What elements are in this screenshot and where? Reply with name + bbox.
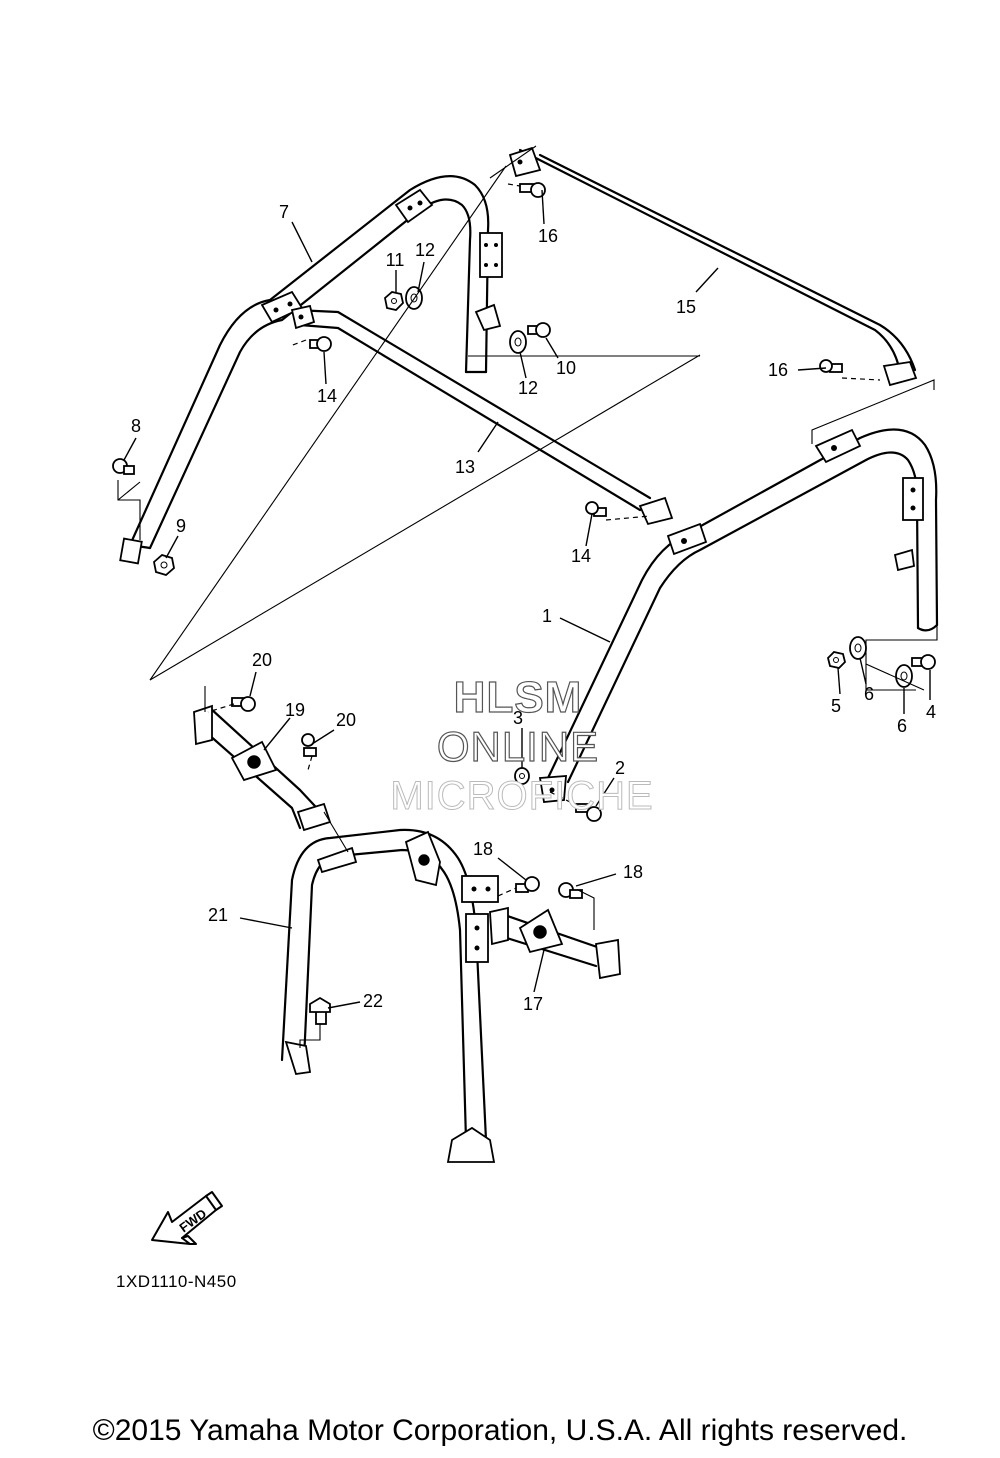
assembly-guide-lines	[117, 145, 938, 1048]
callout-part-6-upper: 6	[863, 684, 875, 704]
bolt-8	[112, 458, 135, 475]
bolt-18-right	[558, 882, 583, 899]
drawing-code: 1XD1110-N450	[116, 1272, 237, 1291]
callout-part-19: 19	[284, 700, 306, 720]
callout-part-14-lower: 14	[570, 546, 592, 566]
callout-part-2: 2	[614, 758, 626, 778]
bolt-14-upper	[309, 336, 332, 352]
part-13-cross-rail	[290, 304, 674, 526]
watermark-line-1: HLSM	[453, 673, 583, 722]
callout-part-17: 17	[522, 994, 544, 1014]
fasteners	[112, 182, 936, 1025]
callout-part-22: 22	[362, 991, 384, 1011]
callout-part-11: 11	[385, 250, 405, 270]
leader-lines	[123, 189, 931, 1009]
bolt-4	[911, 654, 936, 670]
callout-part-16-upper: 16	[537, 226, 559, 246]
bolt-16-upper	[519, 182, 546, 198]
part-15-top-rail	[508, 146, 918, 387]
washer-3	[514, 767, 530, 785]
part-1-front-roll-bar	[538, 428, 939, 803]
callout-part-12-upper: 12	[414, 240, 436, 260]
washer-12-lower	[509, 330, 527, 354]
bolt-20-lower	[301, 733, 317, 757]
fwd-arrow-icon	[151, 1191, 223, 1245]
callout-part-18-right: 18	[622, 862, 644, 882]
part-17-bracket	[489, 906, 621, 980]
callout-part-16-right: 16	[767, 360, 789, 380]
callout-part-5: 5	[830, 696, 842, 716]
callout-part-15: 15	[675, 297, 697, 317]
callout-part-1: 1	[541, 606, 553, 626]
part-21-center-hoop	[280, 828, 499, 1163]
callout-part-13: 13	[454, 457, 476, 477]
nut-11	[384, 291, 404, 311]
bolt-20-upper	[231, 696, 256, 712]
callout-part-4: 4	[925, 702, 937, 722]
callout-part-12-lower: 12	[517, 378, 539, 398]
part-19-bracket	[193, 704, 332, 832]
bolt-2	[575, 803, 602, 822]
bolt-18-left	[515, 876, 540, 893]
callout-part-9: 9	[175, 516, 187, 536]
callout-part-18-left: 18	[472, 839, 494, 859]
watermark-line-3: MICROFICHE	[390, 774, 654, 818]
callout-part-20-lower: 20	[335, 710, 357, 730]
watermark-line-2: ONLINE	[436, 723, 600, 770]
callout-part-20-upper: 20	[251, 650, 273, 670]
nut-5	[827, 651, 846, 669]
bolt-14-lower	[585, 501, 607, 517]
copyright-notice: ©2015 Yamaha Motor Corporation, U.S.A. A…	[92, 1414, 908, 1447]
washer-6-upper	[849, 636, 867, 660]
nut-9	[153, 553, 175, 577]
bolt-22	[309, 996, 331, 1025]
callout-part-8: 8	[130, 416, 142, 436]
callout-part-10: 10	[555, 358, 577, 378]
callout-part-7: 7	[278, 202, 290, 222]
washer-6-lower	[895, 664, 913, 688]
bolt-10	[527, 322, 551, 338]
callout-part-6-lower: 6	[896, 716, 908, 736]
callout-part-21: 21	[207, 905, 229, 925]
callout-part-14-upper: 14	[316, 386, 338, 406]
bolt-16-right	[819, 359, 843, 373]
callout-part-3: 3	[512, 708, 524, 728]
